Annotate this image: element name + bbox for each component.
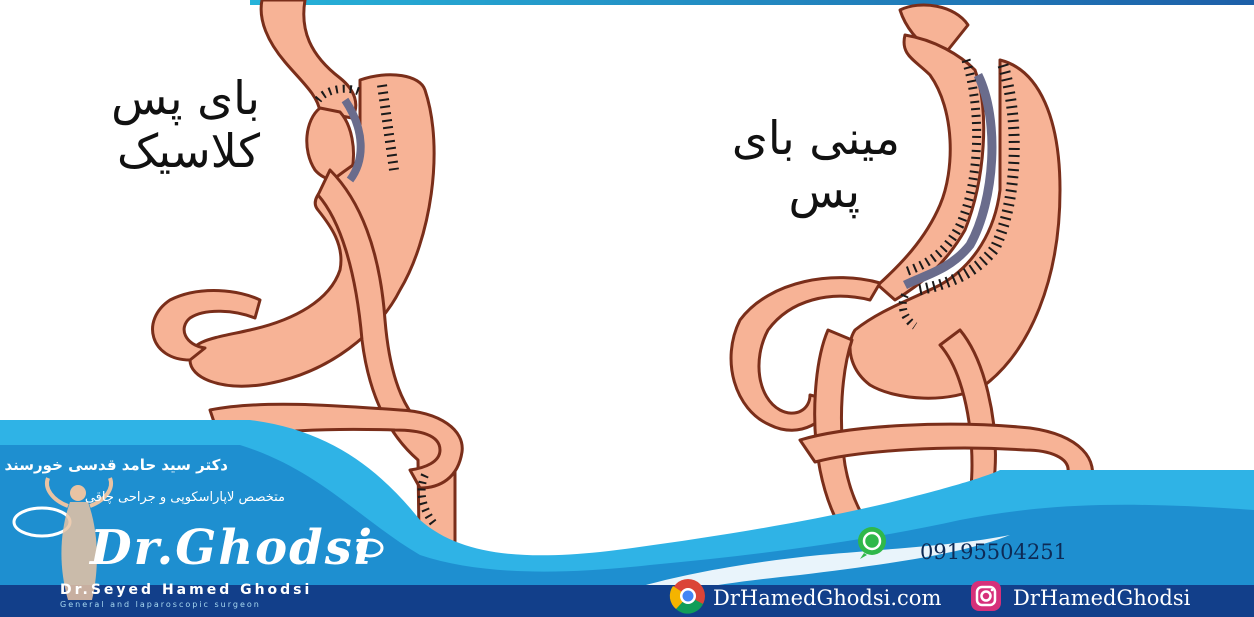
instagram-handle[interactable]: DrHamedGhodsi [1013, 586, 1190, 610]
specialty-fa: متخصص لاپاراسکوپی و جراحی چاقی [70, 490, 285, 505]
mini-bypass-label-line2: پس [690, 165, 900, 218]
phone-number[interactable]: 09195504251 [920, 540, 1067, 564]
instagram-icon [971, 581, 1001, 611]
mini-bypass-label: مینی بای پس [690, 112, 900, 218]
signature-logo: Dr.Ghodsi [90, 520, 374, 576]
classic-bypass-label-line1: بای پس [90, 72, 260, 125]
classic-bypass-label: بای پس کلاسیک [90, 72, 260, 178]
doctor-name-fa: دکتر سید حامد قدسی خورسند [18, 456, 228, 474]
classic-esophagus [261, 0, 356, 118]
mini-bypass-label-line1: مینی بای [690, 112, 900, 165]
doctor-subtitle-en: General and laparoscopic surgeon [60, 600, 261, 609]
classic-bypass-label-line2: کلاسیک [90, 125, 260, 178]
website-link[interactable]: DrHamedGhodsi.com [713, 586, 941, 610]
doctor-name-en: Dr.Seyed Hamed Ghodsi [60, 582, 312, 598]
